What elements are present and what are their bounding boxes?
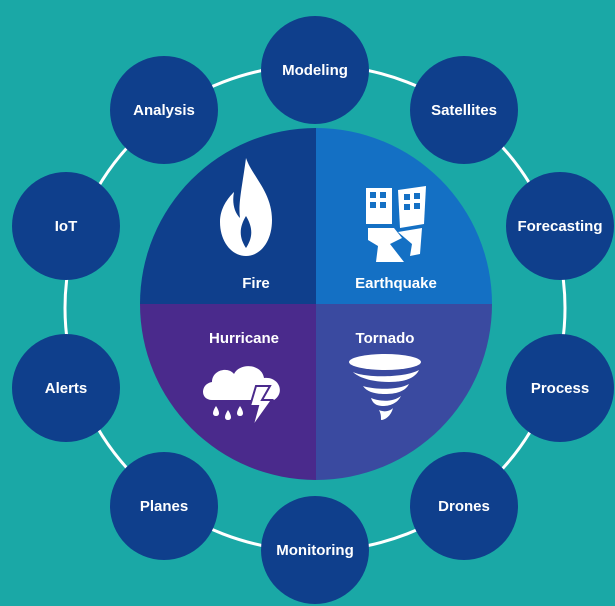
node-forecasting: Forecasting: [506, 172, 614, 280]
hurricane-label: Hurricane: [208, 330, 280, 347]
node-analysis: Analysis: [110, 56, 218, 164]
node-process: Process: [506, 334, 614, 442]
collapsing-building-icon: [366, 186, 426, 262]
flame-icon: [220, 158, 272, 256]
tornado-quadrant: [316, 304, 492, 480]
center-pie: [140, 128, 492, 480]
earthquake-label: Earthquake: [355, 275, 437, 292]
node-planes: Planes: [110, 452, 218, 560]
node-alerts: Alerts: [12, 334, 120, 442]
node-monitoring: Monitoring: [261, 496, 369, 604]
tornado-icon: [349, 354, 421, 420]
node-modeling: Modeling: [261, 16, 369, 124]
storm-cloud-icon: [203, 366, 280, 429]
node-drones: Drones: [410, 452, 518, 560]
node-iot: IoT: [12, 172, 120, 280]
tornado-label: Tornado: [355, 330, 415, 347]
fire-label: Fire: [242, 275, 270, 292]
node-satellites: Satellites: [410, 56, 518, 164]
